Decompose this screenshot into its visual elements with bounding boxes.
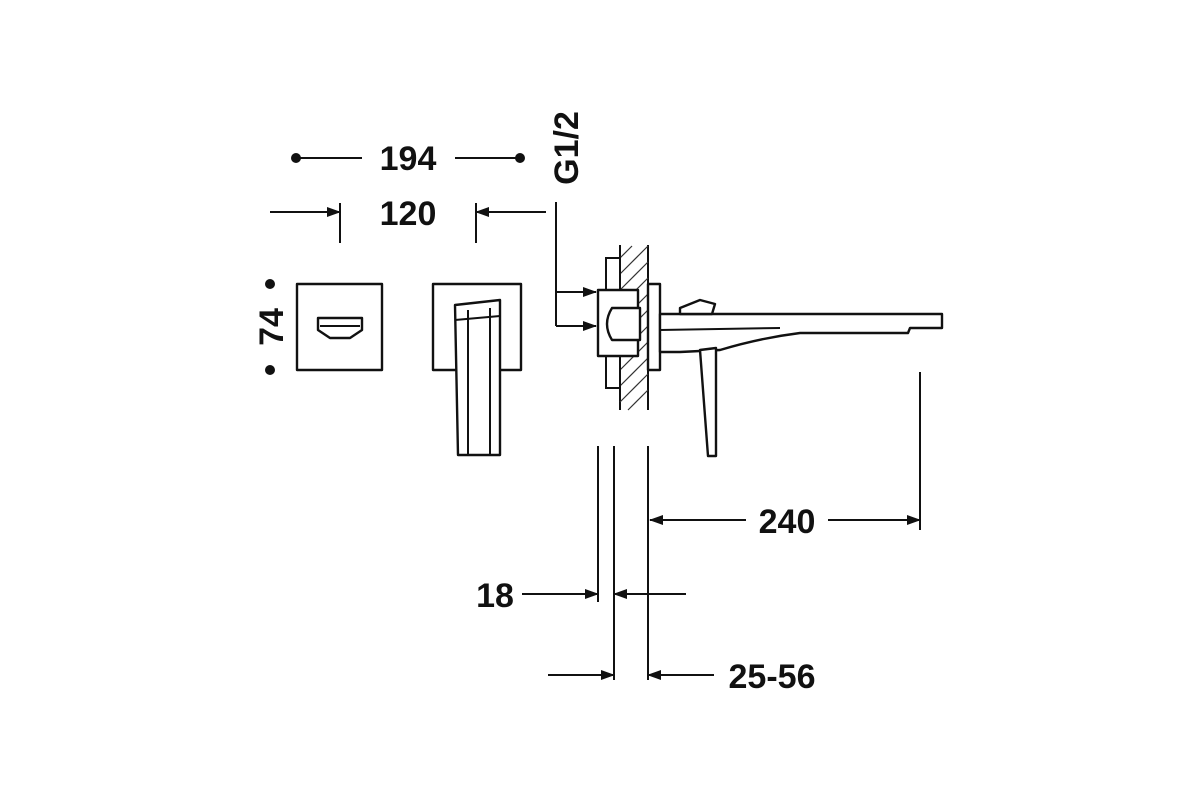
label-thread: G1/2 xyxy=(548,111,586,185)
label-wall-range: 25-56 xyxy=(729,658,816,696)
dimension-extension-lines xyxy=(597,446,649,680)
label-overall-width: 194 xyxy=(380,140,437,178)
label-plate-thickness: 18 xyxy=(476,577,514,615)
dimension-overall-width: 194 xyxy=(291,140,525,178)
mixer-front-plate xyxy=(431,282,523,457)
spout xyxy=(658,298,944,354)
dimension-plate-height: 74 xyxy=(253,279,291,375)
label-plate-height: 74 xyxy=(253,308,291,346)
dimension-inner-width: 120 xyxy=(270,195,546,243)
label-inner-width: 120 xyxy=(380,195,437,233)
side-view xyxy=(596,245,944,458)
embedded-body xyxy=(596,257,642,389)
dimension-dot-top xyxy=(265,279,275,289)
lever xyxy=(698,346,718,458)
dimension-plate-thickness: 18 xyxy=(476,577,686,615)
dimension-thread: G1/2 xyxy=(548,111,597,331)
dimension-dot-bottom xyxy=(265,365,275,375)
dimension-wall-range: 25-56 xyxy=(548,658,815,696)
cover-plate xyxy=(646,282,662,372)
spout-front-plate xyxy=(295,282,384,372)
dimension-spout-length: 240 xyxy=(649,372,921,541)
label-spout-length: 240 xyxy=(759,503,816,541)
front-view xyxy=(295,282,523,457)
